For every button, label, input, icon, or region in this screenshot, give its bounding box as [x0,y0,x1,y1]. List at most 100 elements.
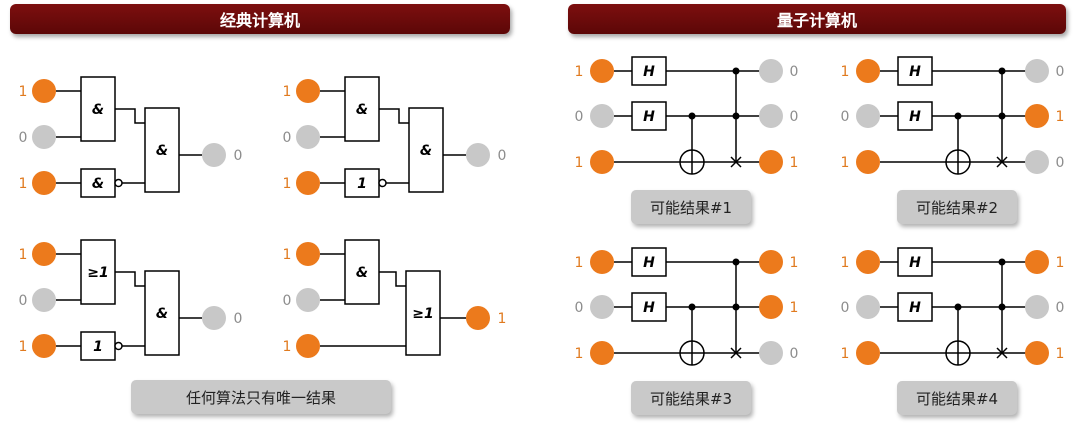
classical-3-not-bubble [114,341,123,351]
classical-4-input-label-1: 1 [283,247,292,263]
classical-4-input-3 [296,334,320,358]
quantum-2-x-mark-b [996,156,1008,168]
quantum-1-output-3 [759,150,783,174]
classical-3-input-label-1: 1 [19,247,28,263]
quantum-2-output-label-2: 1 [1056,109,1065,125]
classical-1-gate-3 [144,107,180,193]
quantum-4-output-2 [1025,295,1049,319]
classical-1-gate-1 [80,76,116,142]
quantum-2-input-1 [856,59,880,83]
quantum-2-input-3 [856,150,880,174]
classical-computer-banner: 经典计算机 [10,4,510,34]
classical-1-gate-2-label: & [92,176,104,192]
classical-3-input-2 [32,288,56,312]
quantum-2-h-gate-2-label: H [909,109,921,125]
classical-4-input-2 [296,288,320,312]
quantum-1-h-gate-2 [631,101,667,131]
classical-3-gate-2 [80,331,116,361]
classical-2-input-2 [296,125,320,149]
quantum-4-h-gate-2 [897,292,933,322]
quantum-result-caption-2: 可能结果#2 [897,190,1017,224]
quantum-4-output-label-3: 1 [1056,346,1065,362]
quantum-3-output-2 [759,295,783,319]
quantum-4-output-label-2: 0 [1056,300,1065,316]
classical-4-gate-3 [405,270,441,356]
classical-1-input-1 [32,79,56,103]
quantum-result-caption-1: 可能结果#1 [631,190,751,224]
quantum-3-output-3 [759,341,783,365]
classical-3-gate-3-label: & [156,306,168,322]
classical-3-gate-2-label: 1 [93,339,103,355]
classical-3-gate-1-label: ≥1 [87,265,108,281]
classical-3-output-label: 0 [234,311,243,327]
classical-4-input-1 [296,242,320,266]
quantum-3-output-label-2: 1 [790,300,799,316]
quantum-3-input-label-1: 1 [575,255,584,271]
quantum-2-input-label-1: 1 [841,64,850,80]
quantum-3-output-label-1: 1 [790,255,799,271]
quantum-2-output-label-3: 0 [1056,155,1065,171]
quantum-1-output-1 [759,59,783,83]
quantum-3-input-3 [590,341,614,365]
quantum-1-input-label-1: 1 [575,64,584,80]
quantum-result-caption-3: 可能结果#3 [631,381,751,415]
wire [115,271,145,287]
classical-4-gate-1-label: & [356,265,368,281]
quantum-computer-banner: 量子计算机 [568,4,1066,34]
classical-3-input-label-2: 0 [19,293,28,309]
wire [379,108,409,124]
quantum-4-h-gate-2-label: H [909,300,921,316]
quantum-1-input-3 [590,150,614,174]
classical-3-gate-1 [80,239,116,305]
quantum-3-h-gate-1 [631,247,667,277]
classical-3-gate-3 [144,270,180,356]
quantum-3-input-label-2: 0 [575,300,584,316]
quantum-1-output-label-3: 1 [790,155,799,171]
quantum-3-h-gate-1-label: H [643,255,655,271]
quantum-3-input-1 [590,250,614,274]
classical-1-not-bubble [114,178,123,188]
quantum-1-output-label-1: 0 [790,64,799,80]
quantum-4-output-3 [1025,341,1049,365]
quantum-1-h-gate-1 [631,56,667,86]
classical-2-input-3 [296,171,320,195]
quantum-2-input-label-3: 1 [841,155,850,171]
quantum-1-h-gate-1-label: H [643,64,655,80]
classical-3-input-label-3: 1 [19,339,28,355]
classical-2-gate-3 [408,107,444,193]
quantum-2-h-gate-1-label: H [909,64,921,80]
quantum-2-output-label-1: 0 [1056,64,1065,80]
quantum-2-output-2 [1025,104,1049,128]
quantum-4-h-gate-1 [897,247,933,277]
quantum-1-input-1 [590,59,614,83]
quantum-4-input-2 [856,295,880,319]
quantum-4-output-1 [1025,250,1049,274]
quantum-1-input-2 [590,104,614,128]
quantum-4-input-3 [856,341,880,365]
quantum-2-output-1 [1025,59,1049,83]
quantum-4-input-label-1: 1 [841,255,850,271]
classical-2-input-label-1: 1 [283,84,292,100]
classical-1-output [202,143,226,167]
quantum-3-h-gate-2-label: H [643,300,655,316]
quantum-3-output-1 [759,250,783,274]
classical-4-gate-3-label: ≥1 [412,306,433,322]
classical-2-input-label-3: 1 [283,176,292,192]
classical-2-input-1 [296,79,320,103]
quantum-3-x-mark-b [730,347,742,359]
quantum-result-caption-4: 可能结果#4 [897,381,1017,415]
quantum-4-input-label-3: 1 [841,346,850,362]
classical-1-input-label-2: 0 [19,130,28,146]
classical-2-output [466,143,490,167]
quantum-1-output-2 [759,104,783,128]
quantum-3-h-gate-2 [631,292,667,322]
quantum-4-input-label-2: 0 [841,300,850,316]
quantum-1-x-mark-b [730,156,742,168]
quantum-1-input-label-2: 0 [575,109,584,125]
classical-2-gate-1 [344,76,380,142]
quantum-2-input-label-2: 0 [841,109,850,125]
classical-2-gate-2-label: 1 [357,176,367,192]
quantum-1-input-label-3: 1 [575,155,584,171]
quantum-1-output-label-2: 0 [790,109,799,125]
wire [115,108,145,124]
